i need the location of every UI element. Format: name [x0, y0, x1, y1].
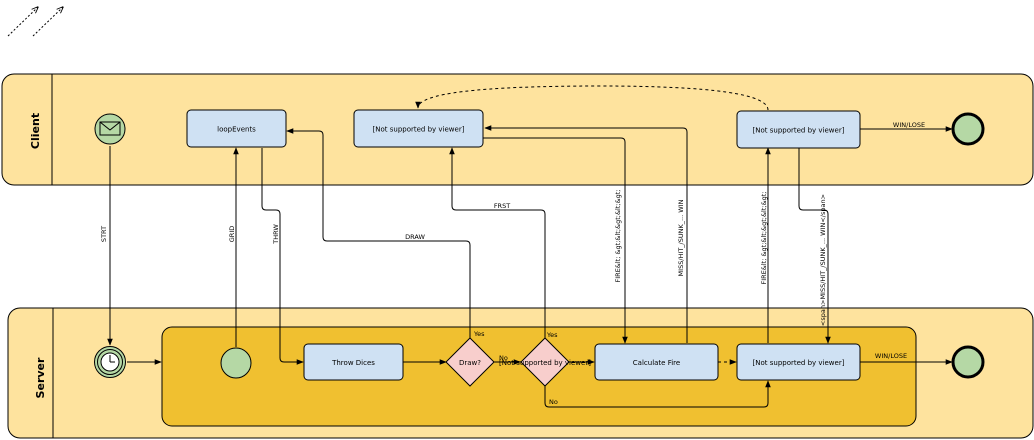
label-win-lose-client: WIN/LOSE [893, 121, 925, 129]
task-client-unsupported-2[interactable]: [Not supported by viewer] [736, 110, 861, 149]
task-client-unsupported-1[interactable]: [Not supported by viewer] [353, 109, 484, 148]
edge-gw2-no [544, 380, 771, 408]
label-miss-2: <span>MISS/HIT_/SUNK_... WIN</span> [819, 194, 827, 326]
server-pool-label: Server [34, 357, 47, 398]
edge-miss-2 [798, 148, 831, 344]
subprocess-start-event [220, 347, 252, 379]
gateway-second[interactable]: [Not supported by viewer] [499, 337, 591, 387]
edge-frst [449, 147, 546, 338]
gateway-draw[interactable]: Draw? [445, 337, 495, 387]
task-calculate-fire[interactable]: Calculate Fire [594, 343, 719, 381]
edge-draw [286, 128, 471, 338]
label-no-2: No [549, 398, 558, 406]
task-client-unsupported-2-label: [Not supported by viewer] [753, 127, 845, 135]
label-frst: FRST [494, 202, 510, 210]
edge-miss-1 [484, 125, 688, 343]
label-fire-1: FIRE&lt; &gt;&lt;&gt;&lt;&gt; [614, 190, 622, 283]
label-yes-1: Yes [473, 330, 485, 338]
gateway-draw-label: Draw? [459, 359, 481, 367]
task-throw-dices[interactable]: Throw Dices [303, 343, 404, 381]
label-win-lose-server: WIN/LOSE [875, 352, 907, 360]
task-client-unsupported-1-label: [Not supported by viewer] [373, 126, 465, 134]
label-draw: DRAW [405, 233, 425, 241]
envelope-icon [99, 121, 121, 136]
client-pool: Client [1, 73, 1034, 186]
client-pool-label: Client [29, 113, 42, 149]
label-strt: STRT [100, 226, 108, 242]
gateway-second-label: [Not supported by viewer] [499, 359, 591, 367]
client-end-event [951, 112, 985, 146]
task-calculate-fire-label: Calculate Fire [633, 359, 680, 367]
server-end-event [951, 345, 985, 379]
message-start-event [94, 113, 126, 145]
label-yes-2: Yes [546, 331, 558, 339]
decorative-dashed-arrows [7, 7, 63, 37]
edge-thrw [261, 148, 304, 365]
task-loop-events[interactable]: loopEvents [186, 109, 287, 148]
label-fire-2: FIRE&lt; &gt;&lt;&gt;&lt;&gt; [760, 192, 768, 285]
task-server-unsupported-label: [Not supported by viewer] [753, 359, 845, 367]
task-server-unsupported[interactable]: [Not supported by viewer] [736, 343, 861, 381]
label-no-1: No [499, 354, 508, 362]
label-grid: GRID [228, 226, 236, 242]
edge-dashed-loop [415, 85, 769, 111]
timer-event [94, 346, 126, 378]
task-loop-events-label: loopEvents [217, 126, 256, 134]
label-thrw: THRW [272, 224, 280, 245]
clock-icon [100, 352, 120, 372]
edge-fire-1 [483, 137, 628, 344]
task-throw-dices-label: Throw Dices [331, 359, 375, 367]
label-miss-1: MISS/HIT_/SUNK_... WIN [677, 199, 685, 276]
